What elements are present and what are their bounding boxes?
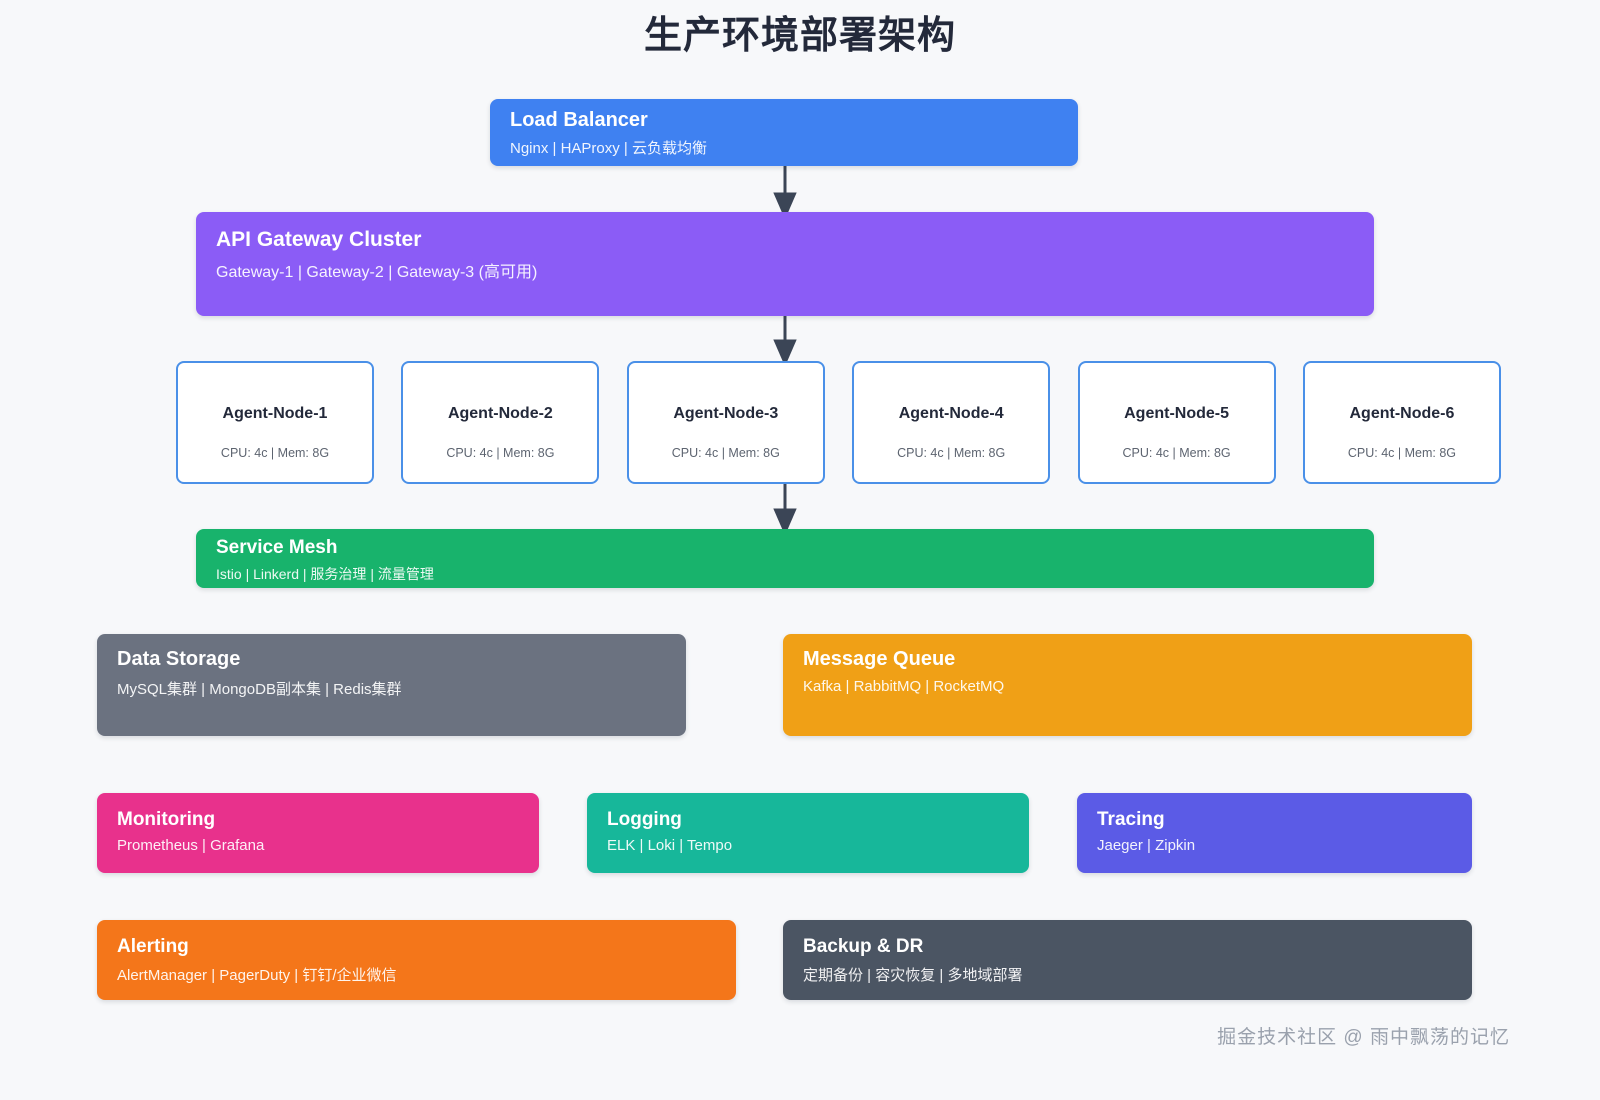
layer-load-balancer[interactable]: Load Balancer Nginx | HAProxy | 云负载均衡 <box>490 99 1078 166</box>
agent-node-name: Agent-Node-1 <box>222 405 328 422</box>
layer-service-mesh[interactable]: Service Mesh Istio | Linkerd | 服务治理 | 流量… <box>196 529 1374 588</box>
page-title: 生产环境部署架构 <box>643 15 956 57</box>
layer-monitoring[interactable]: Monitoring Prometheus | Grafana <box>97 793 539 873</box>
agent-node-spec: CPU: 4c | Mem: 8G <box>897 446 1006 460</box>
message-queue-subtitle: Kafka | RabbitMQ | RocketMQ <box>803 678 1005 695</box>
agent-node-card-4[interactable]: Agent-Node-4 CPU: 4c | Mem: 8G <box>852 361 1051 484</box>
alerting-title: Alerting <box>117 936 189 957</box>
layer-api-gateway-cluster[interactable]: API Gateway Cluster Gateway-1 | Gateway-… <box>196 212 1374 316</box>
backup-dr-subtitle: 定期备份 | 容灾恢复 | 多地域部署 <box>803 967 1023 984</box>
agent-node-spec: CPU: 4c | Mem: 8G <box>446 446 555 460</box>
data-storage-subtitle: MySQL集群 | MongoDB副本集 | Redis集群 <box>117 681 402 698</box>
agent-node-name: Agent-Node-6 <box>1349 405 1455 422</box>
service-mesh-title: Service Mesh <box>216 537 338 558</box>
agent-node-name: Agent-Node-4 <box>898 405 1004 422</box>
monitoring-title: Monitoring <box>117 809 216 830</box>
data-storage-title: Data Storage <box>117 648 241 670</box>
agent-node-name: Agent-Node-3 <box>673 405 779 422</box>
layer-backup-dr[interactable]: Backup & DR 定期备份 | 容灾恢复 | 多地域部署 <box>783 920 1472 1000</box>
agent-node-name: Agent-Node-5 <box>1124 405 1229 422</box>
watermark: 掘金技术社区 @ 雨中飘荡的记忆 <box>1217 1027 1510 1048</box>
api-gateway-subtitle: Gateway-1 | Gateway-2 | Gateway-3 (高可用) <box>216 264 538 281</box>
layer-logging[interactable]: Logging ELK | Loki | Tempo <box>587 793 1029 873</box>
agent-node-card-2[interactable]: Agent-Node-2 CPU: 4c | Mem: 8G <box>401 361 600 484</box>
api-gateway-title: API Gateway Cluster <box>216 228 422 251</box>
agent-node-spec: CPU: 4c | Mem: 8G <box>1122 446 1231 460</box>
monitoring-subtitle: Prometheus | Grafana <box>117 837 265 854</box>
agent-node-card-1[interactable]: Agent-Node-1 CPU: 4c | Mem: 8G <box>176 361 374 484</box>
agent-node-card-3[interactable]: Agent-Node-3 CPU: 4c | Mem: 8G <box>626 361 825 484</box>
agent-node-name: Agent-Node-2 <box>447 405 553 422</box>
load-balancer-title: Load Balancer <box>510 109 648 131</box>
layer-message-queue[interactable]: Message Queue Kafka | RabbitMQ | RocketM… <box>783 634 1472 736</box>
layer-data-storage[interactable]: Data Storage MySQL集群 | MongoDB副本集 | Redi… <box>97 634 686 736</box>
layer-tracing[interactable]: Tracing Jaeger | Zipkin <box>1077 793 1472 873</box>
logging-title: Logging <box>607 809 682 830</box>
agent-node-card-6[interactable]: Agent-Node-6 CPU: 4c | Mem: 8G <box>1302 361 1501 484</box>
tracing-subtitle: Jaeger | Zipkin <box>1097 837 1196 854</box>
agent-node-spec: CPU: 4c | Mem: 8G <box>671 446 780 460</box>
agent-node-spec: CPU: 4c | Mem: 8G <box>1347 446 1457 460</box>
backup-dr-title: Backup & DR <box>803 936 924 957</box>
logging-subtitle: ELK | Loki | Tempo <box>607 837 733 854</box>
message-queue-title: Message Queue <box>803 648 956 670</box>
load-balancer-subtitle: Nginx | HAProxy | 云负载均衡 <box>510 140 707 157</box>
alerting-subtitle: AlertManager | PagerDuty | 钉钉/企业微信 <box>117 967 397 984</box>
tracing-title: Tracing <box>1097 809 1165 830</box>
service-mesh-subtitle: Istio | Linkerd | 服务治理 | 流量管理 <box>216 566 434 582</box>
agent-node-spec: CPU: 4c | Mem: 8G <box>220 446 330 460</box>
agent-node-row: Agent-Node-1 CPU: 4c | Mem: 8G Agent-Nod… <box>176 361 1501 484</box>
agent-node-card-5[interactable]: Agent-Node-5 CPU: 4c | Mem: 8G <box>1077 361 1276 484</box>
layer-alerting[interactable]: Alerting AlertManager | PagerDuty | 钉钉/企… <box>97 920 736 1000</box>
